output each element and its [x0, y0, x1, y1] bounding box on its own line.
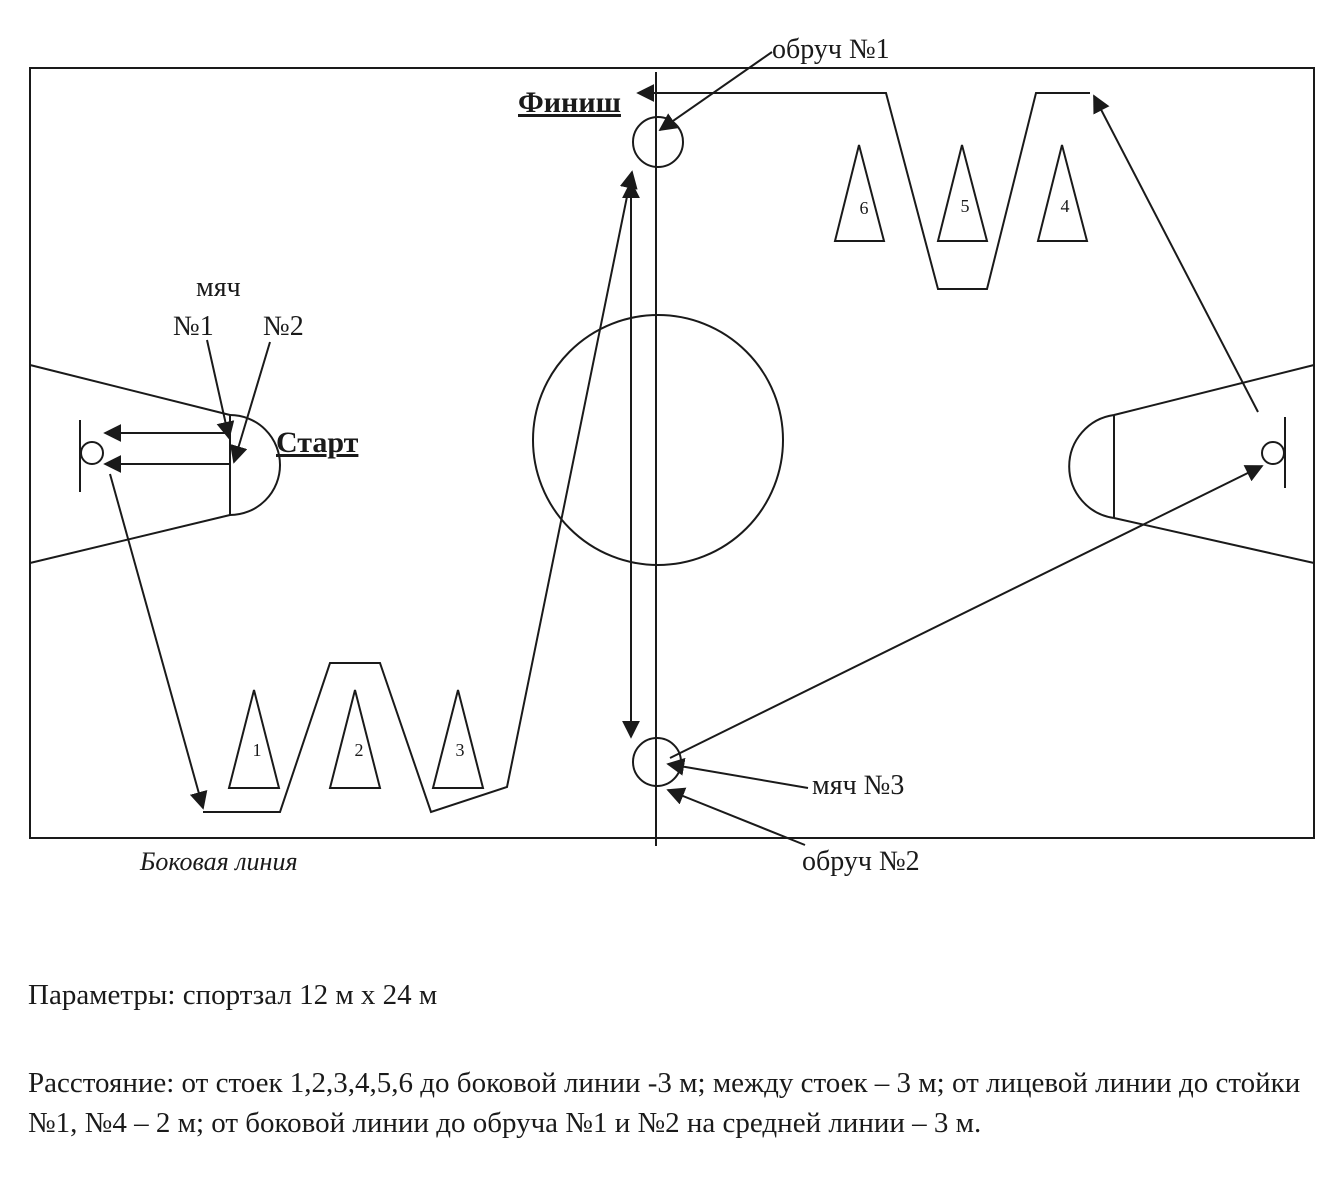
left-basket: [79, 420, 104, 492]
cone-5: [936, 144, 989, 242]
cone-3: [431, 689, 485, 789]
cone-1-label: 1: [253, 740, 262, 760]
cone-3-label: 3: [456, 740, 465, 760]
hoop-2-label: обруч №2: [802, 846, 920, 877]
route-arrow-down: [109, 473, 208, 810]
hoop-1-label: обруч №1: [772, 34, 890, 65]
cone-2-label: 2: [355, 740, 364, 760]
ball-3-pointer: [666, 757, 809, 789]
route-to-right-basket: [669, 465, 1264, 759]
ball-1-label: №1: [173, 311, 214, 342]
parameters-text: Параметры: спортзал 12 м х 24 м: [28, 979, 438, 1011]
cone-4-label: 4: [1061, 196, 1070, 216]
route-up-right: [1093, 94, 1259, 413]
cone-4: [1036, 144, 1089, 242]
cone-6: [833, 144, 886, 242]
hoop-1: [632, 116, 684, 168]
ball-3-label: мяч №3: [812, 770, 904, 801]
hoop-2-pointer: [666, 787, 806, 846]
court-diagram: 1 2 3 4 5 6 обруч №1 Финиш мяч №1 №2 Ста…: [29, 34, 1315, 877]
route-bottom-zigzag: [203, 170, 638, 814]
cone-2: [328, 689, 382, 789]
cone-6-label: 6: [860, 198, 869, 218]
ball-label: мяч: [196, 272, 241, 303]
start-label: Старт: [276, 426, 359, 459]
route-top-zigzag: [636, 84, 1090, 290]
hoop-1-pointer: [658, 51, 773, 132]
ball-2-label: №2: [263, 311, 304, 342]
cone-1: [227, 689, 281, 789]
center-circle: [532, 314, 784, 566]
cone-5-label: 5: [961, 196, 970, 216]
right-basket: [1261, 417, 1286, 488]
finish-label: Финиш: [518, 86, 621, 119]
ball-2-pointer: [230, 341, 271, 464]
sideline-label: Боковая линия: [139, 847, 298, 876]
right-key: [1068, 364, 1315, 564]
distance-text: Расстояние: от стоек 1,2,3,4,5,6 до боко…: [28, 1067, 1301, 1139]
court-boundary: [29, 67, 1315, 839]
ball-1-pointer: [206, 339, 235, 440]
